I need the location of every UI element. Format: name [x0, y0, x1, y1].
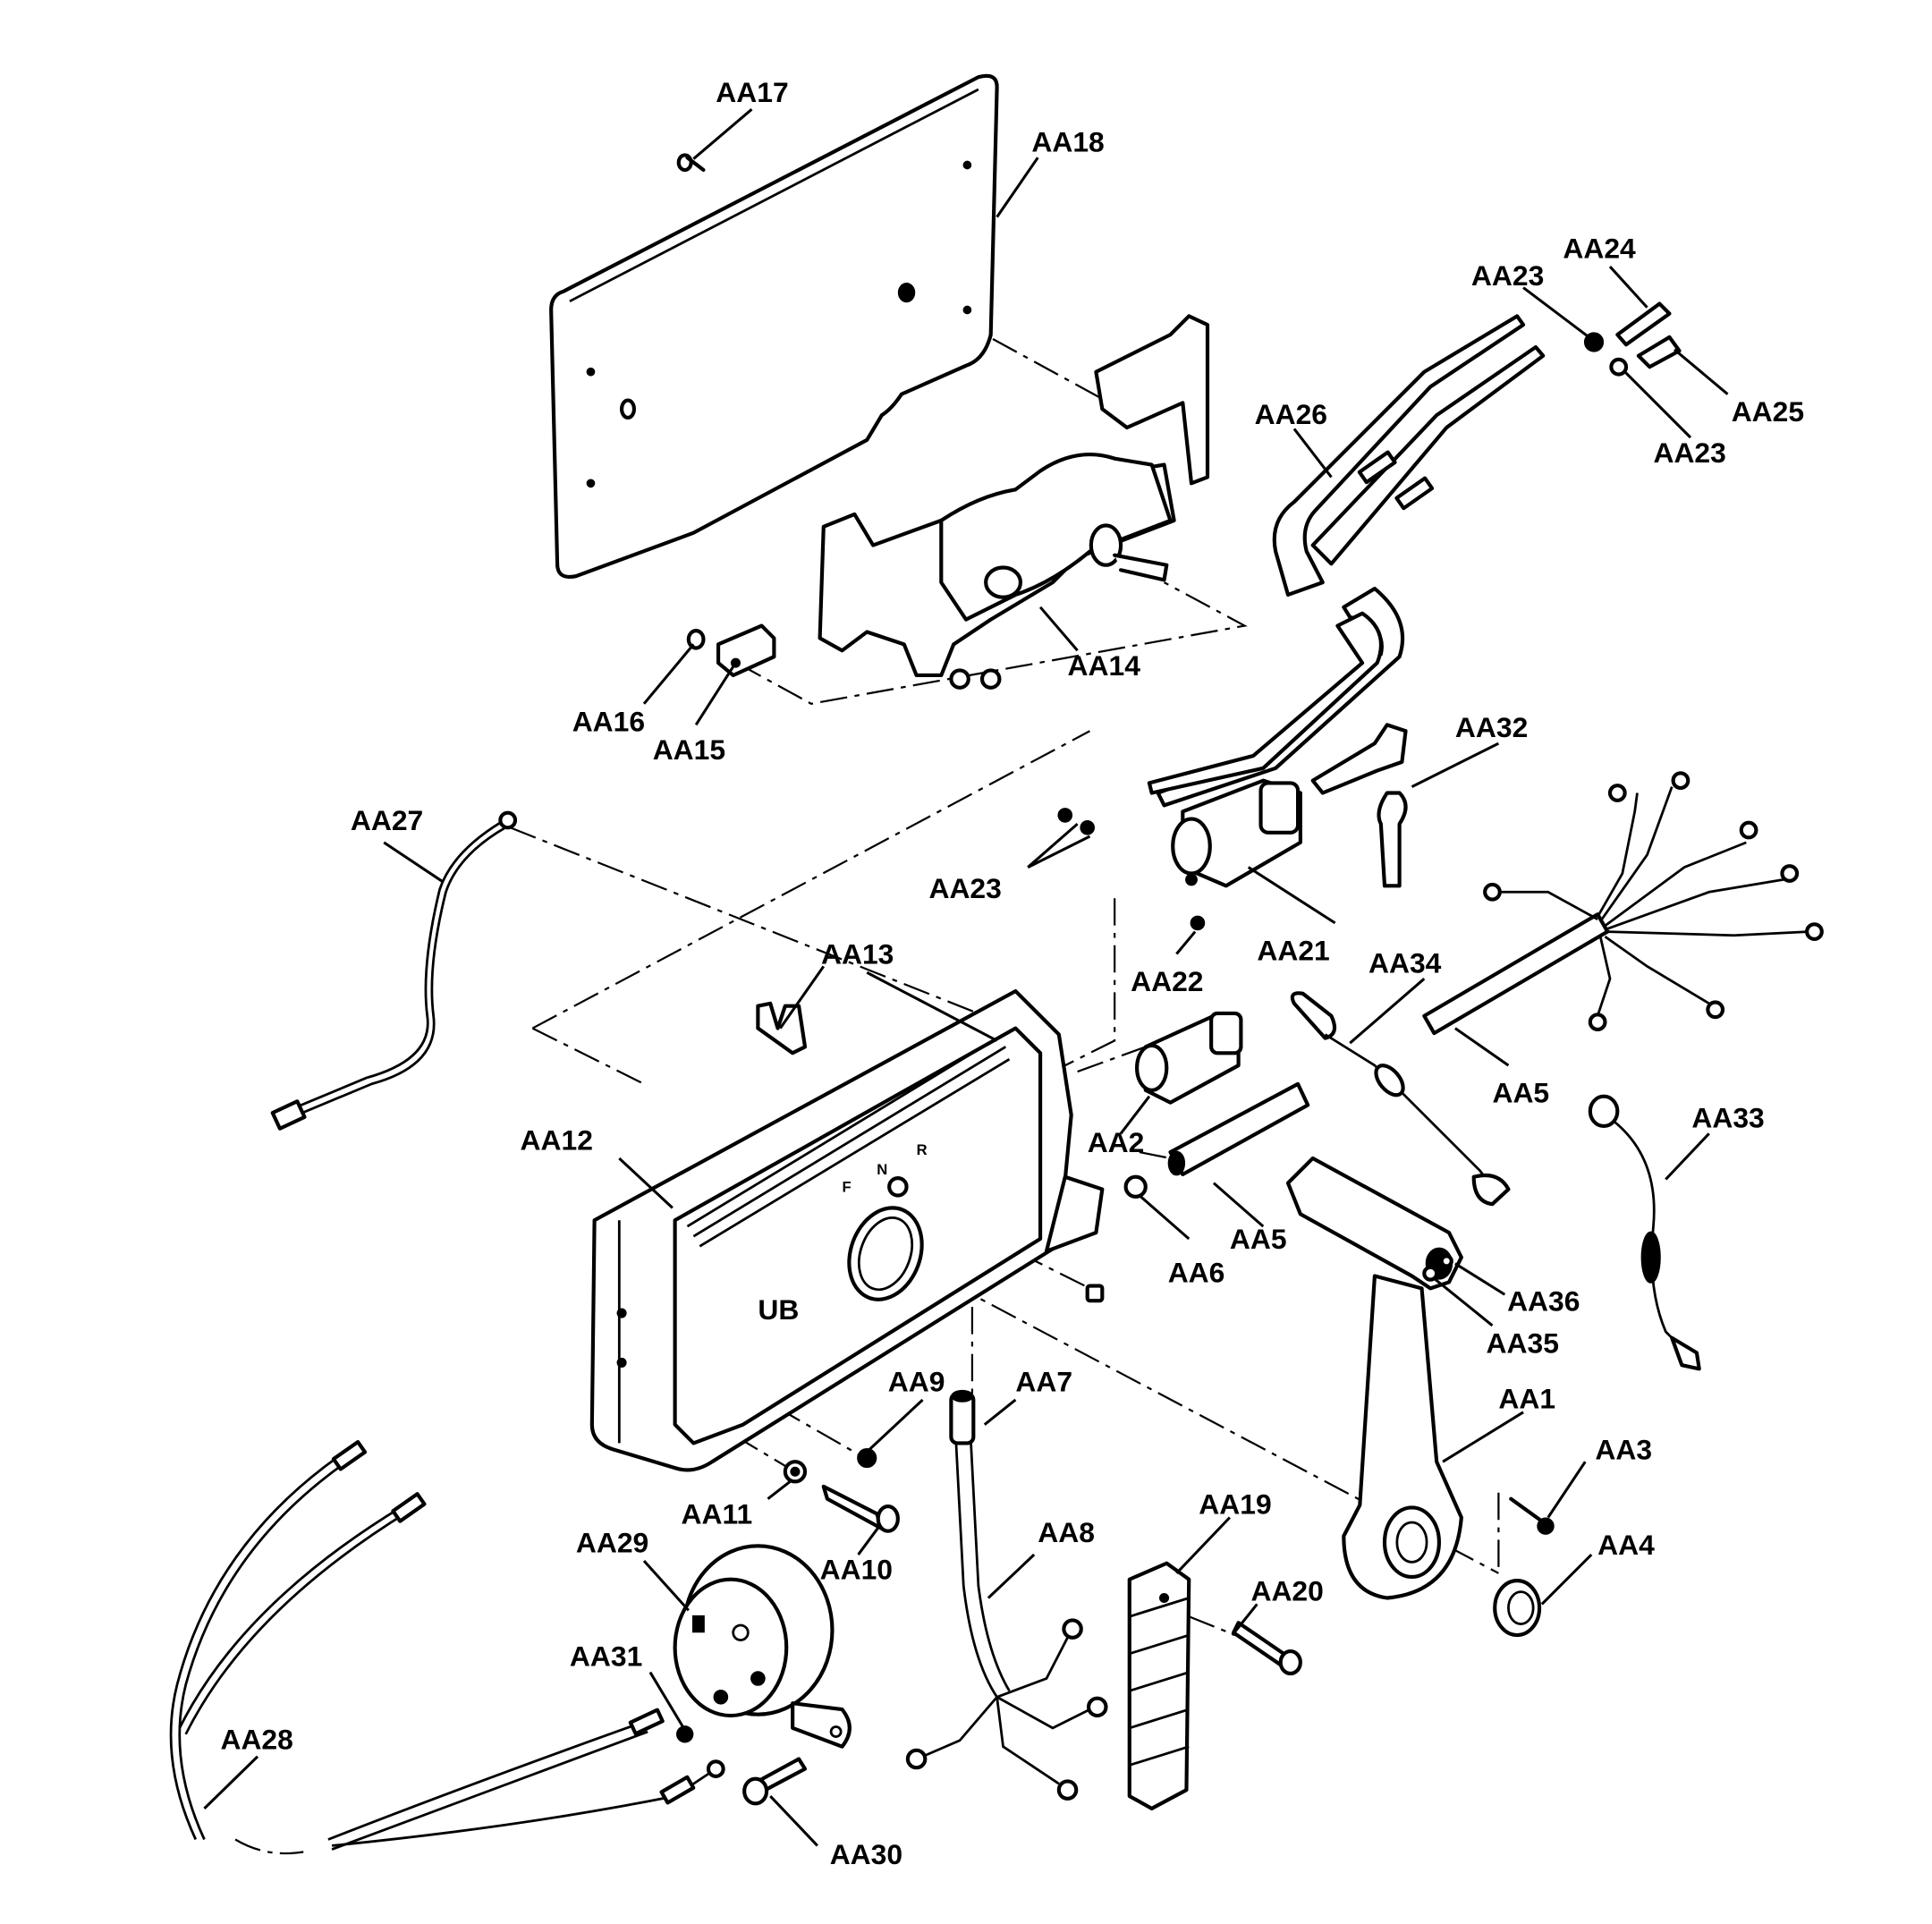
label-aa35: AA35 [1487, 1326, 1559, 1359]
label-aa14: AA14 [1068, 649, 1141, 682]
label-aa29: AA29 [576, 1526, 648, 1558]
keys[interactable] [1310, 723, 1408, 888]
lanyard-lead[interactable] [1588, 1094, 1701, 1371]
wire-leads[interactable] [169, 1439, 725, 1851]
label-aa9: AA9 [888, 1365, 945, 1397]
label-aa25: AA25 [1732, 395, 1804, 428]
cable-end-pin[interactable] [1615, 301, 1672, 347]
label-aa5-right: AA5 [1492, 1077, 1549, 1109]
label-aa17: AA17 [716, 76, 788, 108]
housing-logo: UB [758, 1293, 799, 1326]
control-cables[interactable] [1147, 314, 1546, 808]
grommet[interactable] [949, 1389, 976, 1445]
nut[interactable] [1609, 357, 1629, 377]
mounting-screw[interactable] [821, 1484, 900, 1533]
nut[interactable] [1123, 1174, 1148, 1199]
ignition-switch[interactable] [1171, 778, 1302, 888]
warning-horn[interactable] [673, 1544, 852, 1749]
label-aa6: AA6 [1168, 1256, 1225, 1288]
label-aa27: AA27 [351, 804, 423, 836]
shift-mechanism[interactable] [818, 314, 1210, 690]
trim-harness[interactable] [905, 1443, 1108, 1801]
shift-mark-neutral: N [877, 1161, 887, 1178]
sleeve-tube[interactable] [1167, 1081, 1310, 1177]
label-aa36: AA36 [1507, 1284, 1580, 1317]
neutral-safety-switch[interactable] [1135, 1011, 1243, 1105]
control-handle[interactable] [1285, 1156, 1463, 1600]
wire-harness-sleeve[interactable] [1422, 771, 1824, 1036]
nut[interactable] [686, 629, 706, 650]
label-aa23-top: AA23 [1471, 259, 1544, 292]
horn-terminal-nut[interactable] [675, 1725, 694, 1743]
label-aa26: AA26 [1255, 398, 1327, 430]
label-aa23-right: AA23 [1653, 437, 1725, 469]
label-aa2: AA2 [1088, 1126, 1145, 1158]
label-aa10: AA10 [820, 1554, 893, 1586]
label-aa23-middle: AA23 [928, 872, 1001, 904]
label-aa24: AA24 [1563, 232, 1636, 264]
leader-lines [203, 108, 1729, 1847]
shift-mark-forward: F [843, 1178, 852, 1195]
terminal-screw[interactable] [1232, 1621, 1302, 1676]
control-housing[interactable]: F N R UB [589, 988, 1105, 1472]
washer[interactable] [783, 1460, 808, 1484]
label-aa33: AA33 [1691, 1101, 1764, 1133]
screw[interactable] [857, 1447, 877, 1469]
label-aa12: AA12 [521, 1123, 593, 1156]
terminal-block[interactable] [1127, 1561, 1191, 1810]
label-aa18: AA18 [1031, 125, 1104, 157]
back-cover-plate[interactable] [549, 73, 999, 579]
label-aa8: AA8 [1038, 1516, 1095, 1548]
label-aa15: AA15 [653, 733, 725, 766]
label-aa19: AA19 [1199, 1487, 1271, 1520]
label-aa4: AA4 [1597, 1529, 1655, 1561]
handle-cap[interactable] [1493, 1579, 1542, 1638]
label-aa28: AA28 [220, 1723, 292, 1755]
label-aa30: AA30 [830, 1838, 902, 1870]
set-screw[interactable] [1085, 1284, 1105, 1303]
part-labels: AA17 AA18 AA24 AA23 AA25 AA23 AA26 AA14 … [220, 76, 1804, 1870]
label-aa21: AA21 [1257, 934, 1329, 966]
label-aa34: AA34 [1368, 946, 1442, 979]
label-aa31: AA31 [570, 1640, 642, 1673]
label-aa1: AA1 [1498, 1383, 1555, 1415]
ground-lead[interactable] [270, 810, 518, 1131]
label-aa16: AA16 [572, 705, 645, 737]
switch-screw[interactable] [1190, 915, 1206, 931]
label-aa20: AA20 [1250, 1574, 1323, 1606]
label-aa7: AA7 [1015, 1365, 1072, 1397]
label-aa3: AA3 [1595, 1433, 1652, 1465]
label-aa13: AA13 [821, 938, 894, 970]
shift-mark-reverse: R [917, 1141, 928, 1158]
nut[interactable] [1057, 808, 1095, 835]
lanyard-clip[interactable] [1290, 991, 1511, 1207]
label-aa32: AA32 [1455, 711, 1528, 743]
label-aa11: AA11 [682, 1497, 753, 1530]
horn-screw[interactable] [742, 1757, 808, 1806]
label-aa22: AA22 [1131, 965, 1203, 997]
stop-switch-nut[interactable] [1439, 1254, 1453, 1268]
cable-end-clip[interactable] [1636, 335, 1682, 369]
nut[interactable] [1583, 332, 1605, 352]
label-aa5-left: AA5 [1230, 1223, 1287, 1255]
handle-screw[interactable] [1509, 1496, 1555, 1535]
retainer[interactable] [716, 623, 776, 678]
cover-screw[interactable] [676, 153, 706, 173]
stop-switch[interactable] [1422, 1265, 1439, 1282]
